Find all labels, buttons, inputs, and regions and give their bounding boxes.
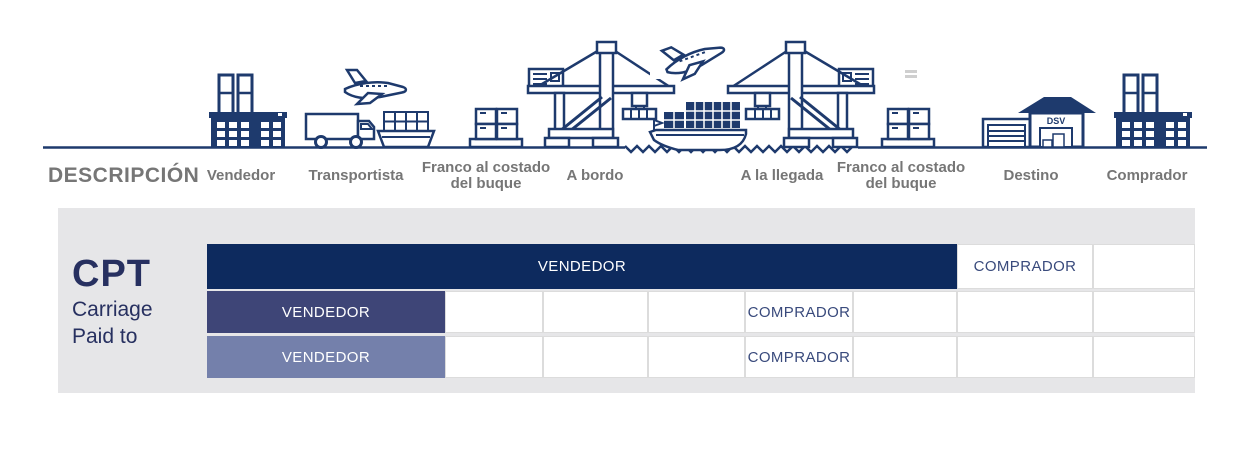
- empty-cell: [543, 291, 648, 333]
- vendedor-bar: VENDEDOR: [207, 244, 957, 289]
- stage-label-a-la-llegada: A la llegada: [740, 167, 824, 184]
- empty-cell: [853, 291, 957, 333]
- incoterm-name-line2: Paid to: [72, 325, 138, 348]
- vendedor-bar: VENDEDOR: [207, 291, 445, 333]
- comprador-cell: COMPRADOR: [745, 291, 853, 333]
- stage-label-comprador: Comprador: [1106, 167, 1188, 184]
- stage-label-vendedor: Vendedor: [206, 167, 276, 184]
- empty-cell: [1093, 336, 1195, 378]
- transport-icons-strip: DSV: [43, 29, 1207, 154]
- empty-cell: [648, 291, 745, 333]
- equals-icon: [905, 70, 917, 78]
- vendedor-bar: VENDEDOR: [207, 336, 445, 378]
- stage-label-a-bordo: A bordo: [566, 167, 624, 184]
- empty-cell: [648, 336, 745, 378]
- empty-cell: [543, 336, 648, 378]
- warehouse-icon: DSV: [981, 97, 1096, 149]
- stage-label-franco-costado-1: Franco al costado del buque: [421, 159, 551, 192]
- empty-cell: [1093, 291, 1195, 333]
- empty-cell: [957, 336, 1093, 378]
- stage-label-franco-costado-2: Franco al costado del buque: [836, 159, 966, 192]
- stage-label-transportista: Transportista: [308, 167, 404, 184]
- comprador-cell: COMPRADOR: [957, 244, 1093, 289]
- incoterm-block: CPT Carriage Paid to: [72, 252, 153, 350]
- comprador-cell: COMPRADOR: [745, 336, 853, 378]
- stage-label-destino: Destino: [1003, 167, 1059, 184]
- truck-icon: [304, 112, 376, 149]
- empty-cell: [445, 291, 543, 333]
- water-wave: [624, 144, 854, 154]
- container-ship-icon: [648, 102, 748, 152]
- description-row: DESCRIPCIÓN Vendedor Transportista Franc…: [0, 0, 1250, 200]
- empty-cell: [1093, 244, 1195, 289]
- empty-cell: [957, 291, 1093, 333]
- empty-cell: [853, 336, 957, 378]
- empty-cell: [445, 336, 543, 378]
- warehouse-label: DSV: [1047, 116, 1066, 126]
- incoterm-code: CPT: [72, 253, 151, 295]
- cargo-ship-icon: [376, 111, 436, 149]
- incoterm-name-line1: Carriage: [72, 298, 153, 321]
- description-heading: DESCRIPCIÓN: [48, 164, 200, 187]
